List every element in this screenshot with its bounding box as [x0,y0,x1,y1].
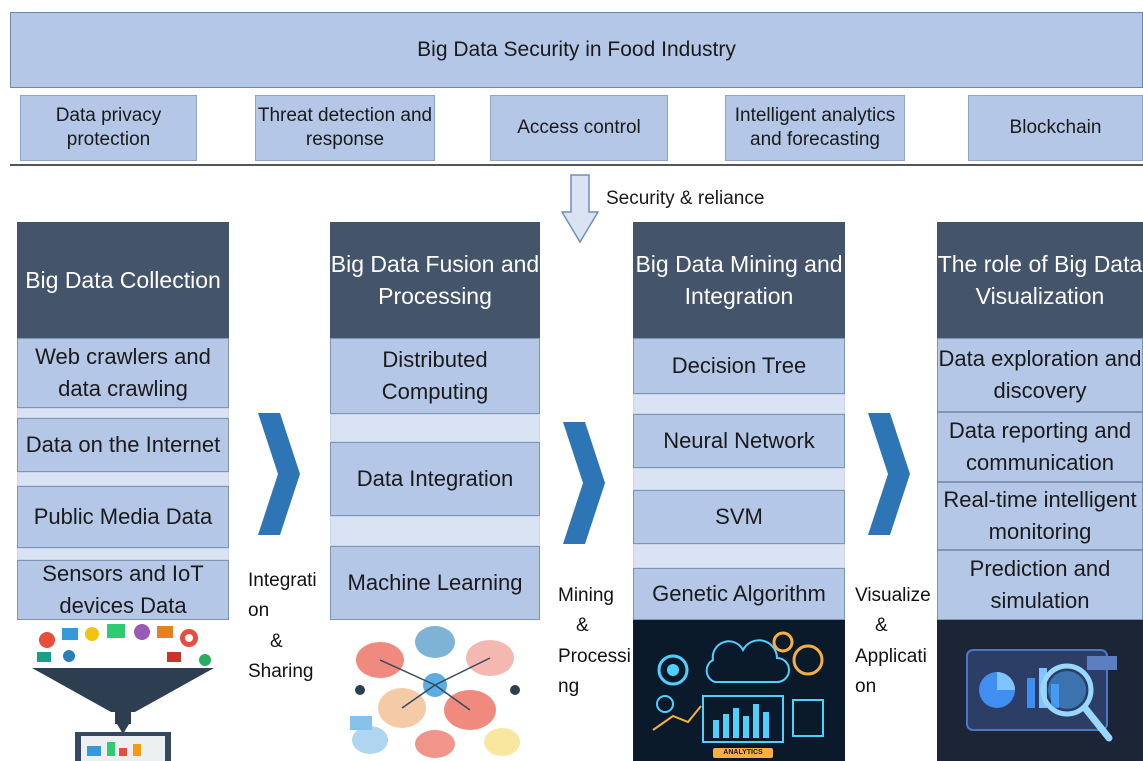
aspect-label: Data privacy protection [55,105,162,150]
stage-item: Data reporting and communication [937,412,1143,482]
chevron-right-icon [563,422,605,544]
stage-item: Data exploration and discovery [937,338,1143,412]
stage-item: Decision Tree [633,338,845,394]
stage-item: Public Media Data [17,486,229,548]
stage-item: Machine Learning [330,546,540,620]
transition-line: & [875,615,888,637]
transition-line: & [270,630,283,652]
page-title: Big Data Security in Food Industry [10,12,1143,88]
stage-gap [633,544,845,568]
stage-item-label: Data exploration and discovery [938,346,1142,403]
chevron-right-icon [868,413,910,535]
stage-gap [17,472,229,486]
stage-gap [330,414,540,442]
transition-line: on [248,600,270,622]
stage-title: Big Data Collection [25,266,221,293]
data-funnel-illustration [17,620,229,761]
stage-item-label: Genetic Algorithm [652,581,826,607]
stage-header-fusion: Big Data Fusion and Processing [330,222,540,338]
aspect-label: Access control [517,117,641,139]
transition-label-integration: Integrati on & Sharing [248,566,328,688]
stage-gap [633,394,845,414]
aspect-label: Blockchain [1009,117,1102,139]
page-title-text: Big Data Security in Food Industry [417,38,736,61]
stage-title: Big Data Fusion and Processing [330,250,540,309]
stage-title: The role of Big Data Visualization [937,250,1143,309]
stage-item-label: Public Media Data [33,504,213,530]
stage-item-label: Decision Tree [671,353,807,379]
transition-label-visualize: Visualize & Applicati on [855,581,935,703]
stage-header-collection: Big Data Collection [17,222,229,338]
dashboard-illustration [937,620,1143,761]
analytics-badge: ANALYTICS [723,749,763,756]
chevron-right-icon [258,413,300,535]
aspect-label: Intelligent analytics and forecasting [734,105,896,150]
stage-header-mining: Big Data Mining and Integration [633,222,845,338]
stage-item: Web crawlers and data crawling [17,338,229,408]
stage-item-label: Neural Network [663,428,815,454]
transition-line: & [576,615,589,637]
stage-gap [17,408,229,418]
transition-label-mining: Mining & Processi ng [558,581,631,703]
machine-learning-illustration [330,620,540,761]
aspect-data-privacy: Data privacy protection [20,95,197,161]
stage-item: Distributed Computing [330,338,540,414]
stage-item: Sensors and IoT devices Data [17,560,229,620]
aspect-blockchain: Blockchain [968,95,1143,161]
stage-gap [330,516,540,546]
transition-line: on [855,676,877,698]
analytics-illustration: ANALYTICS [633,620,845,761]
transition-line: Integrati [248,570,317,591]
aspect-label: Threat detection and response [257,105,433,150]
stage-item: Prediction and simulation [937,550,1143,620]
stage-gap [633,468,845,490]
transition-line: Applicati [855,645,927,667]
stage-item-label: Data on the Internet [25,432,221,458]
aspect-access-control: Access control [490,95,668,161]
stage-item-label: Distributed Computing [381,347,489,404]
stage-item-label: Real-time intelligent monitoring [943,487,1137,544]
stage-item: SVM [633,490,845,544]
transition-line: Visualize [855,585,931,606]
security-arrow-label: Security & reliance [606,188,765,209]
down-arrow-icon [560,174,600,244]
transition-line: Sharing [248,661,314,683]
stage-item-label: Sensors and IoT devices Data [42,561,204,618]
transition-line: Mining [558,585,614,606]
transition-line: ng [558,676,580,698]
aspect-threat-detection: Threat detection and response [255,95,435,161]
stage-item-label: Web crawlers and data crawling [35,344,211,401]
stage-item: Data Integration [330,442,540,516]
stage-item: Genetic Algorithm [633,568,845,620]
aspect-intelligent-analytics: Intelligent analytics and forecasting [725,95,905,161]
stage-item-label: Machine Learning [347,570,523,596]
stage-item-label: Prediction and simulation [969,556,1111,613]
stage-item: Real-time intelligent monitoring [937,482,1143,550]
stage-item: Data on the Internet [17,418,229,472]
stage-item-label: Data Integration [356,466,514,492]
stage-item: Neural Network [633,414,845,468]
stage-gap [17,548,229,560]
stage-item-label: Data reporting and communication [948,418,1132,475]
transition-line: Processi [558,645,631,667]
stage-item-label: SVM [715,504,763,530]
stage-title: Big Data Mining and Integration [635,250,843,309]
stage-header-visualization: The role of Big Data Visualization [937,222,1143,338]
